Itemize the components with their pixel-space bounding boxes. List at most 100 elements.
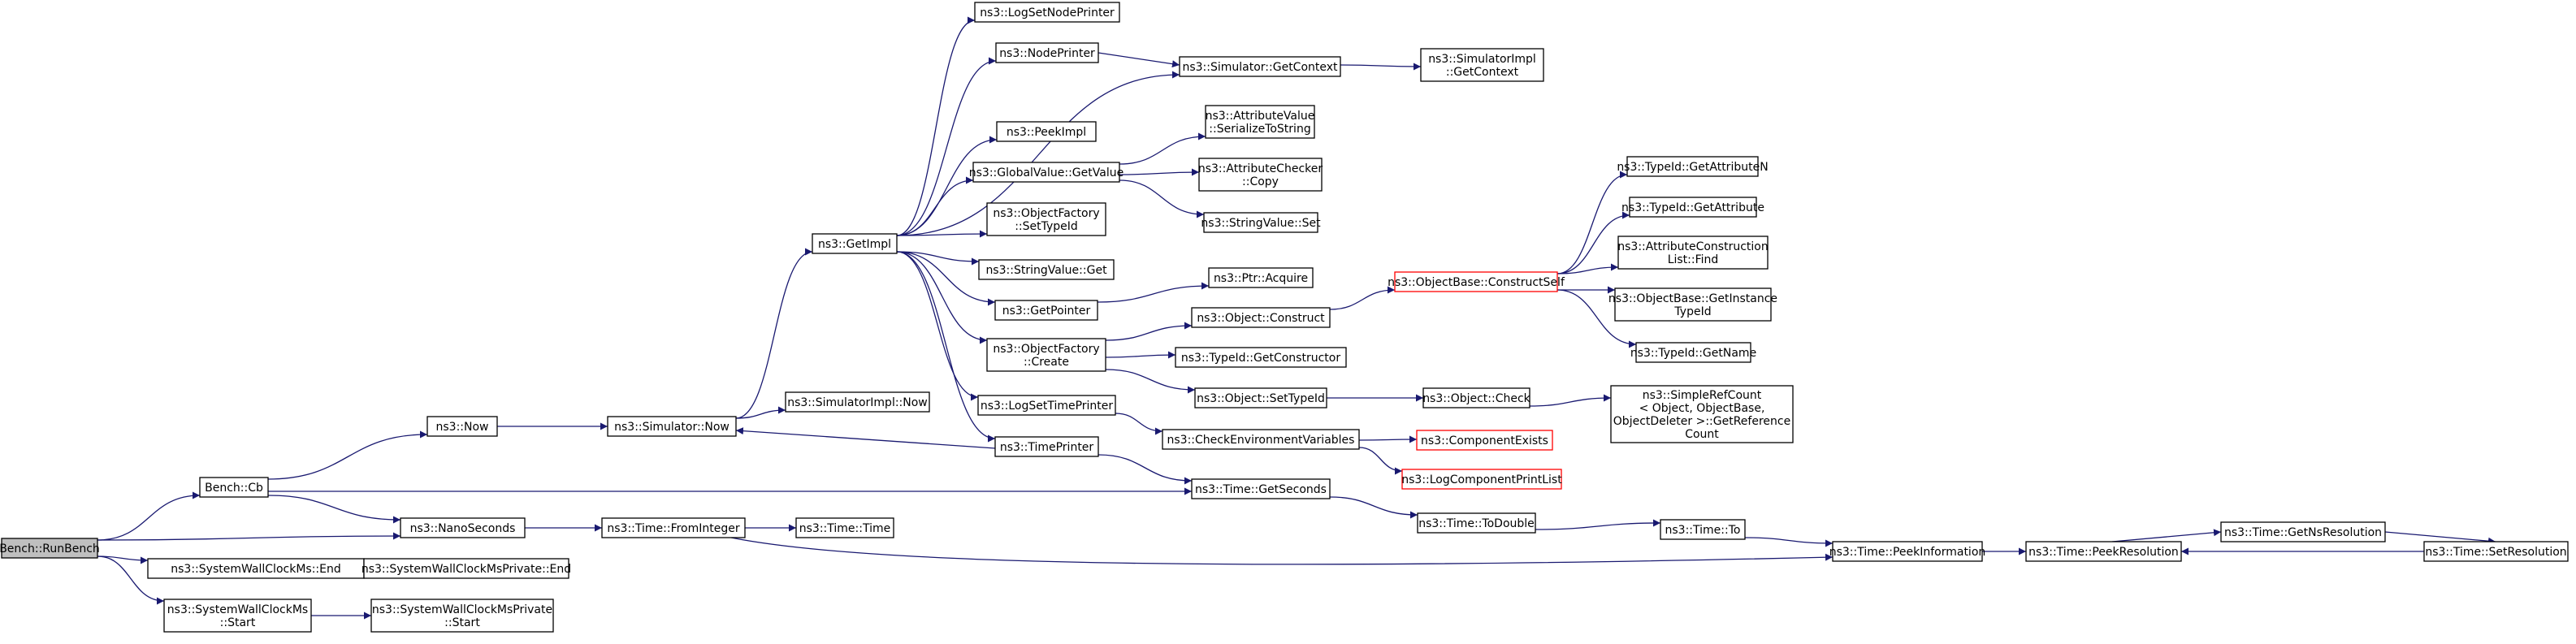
node-box[interactable] [1208, 267, 1314, 288]
node-av_serialize[interactable]: ns3::AttributeValue::SerializeToString [1205, 105, 1315, 139]
node-box[interactable] [607, 416, 737, 437]
node-box[interactable] [1, 538, 98, 559]
node-box[interactable] [370, 599, 554, 633]
node-getnsres[interactable]: ns3::Time::GetNsResolution [2220, 521, 2386, 542]
node-logcompprint[interactable]: ns3::LogComponentPrintList [1401, 469, 1562, 490]
node-cb[interactable]: Bench::Cb [199, 477, 269, 498]
node-box[interactable] [1660, 519, 1746, 540]
node-time_to[interactable]: ns3::Time::To [1660, 519, 1746, 540]
node-tid_getattr[interactable]: ns3::TypeId::GetAttribute [1621, 197, 1764, 218]
node-box[interactable] [972, 162, 1120, 183]
node-logsettime[interactable]: ns3::LogSetTimePrinter [977, 395, 1116, 416]
node-box[interactable] [1420, 48, 1544, 82]
node-box[interactable] [601, 517, 746, 538]
node-now[interactable]: ns3::Now [426, 416, 498, 437]
node-box[interactable] [147, 558, 365, 579]
node-swcp_end[interactable]: ns3::SystemWallClockMsPrivate::End [362, 558, 571, 579]
node-box[interactable] [978, 259, 1115, 280]
node-box[interactable] [1194, 387, 1327, 408]
node-box[interactable] [986, 202, 1106, 236]
node-checkenv[interactable]: ns3::CheckEnvironmentVariables [1162, 429, 1360, 450]
node-peekres[interactable]: ns3::Time::PeekResolution [2025, 541, 2182, 562]
node-gv_getvalue[interactable]: ns3::GlobalValue::GetValue [969, 162, 1123, 183]
node-ob_constructself[interactable]: ns3::ObjectBase::ConstructSelf [1388, 271, 1565, 292]
node-box[interactable] [1635, 342, 1751, 363]
node-of_create[interactable]: ns3::ObjectFactory::Create [986, 338, 1106, 372]
node-obj_check[interactable]: ns3::Object::Check [1422, 387, 1531, 408]
node-box[interactable] [795, 517, 894, 538]
node-box[interactable] [1401, 469, 1562, 490]
node-box[interactable] [426, 416, 498, 437]
node-box[interactable] [994, 436, 1099, 457]
node-box[interactable] [1629, 197, 1757, 218]
node-box[interactable] [1610, 385, 1794, 443]
node-sv_get[interactable]: ns3::StringValue::Get [978, 259, 1115, 280]
node-simplerefcount[interactable]: ns3::SimpleRefCount< Object, ObjectBase,… [1610, 385, 1794, 443]
node-todouble[interactable]: ns3::Time::ToDouble [1417, 512, 1536, 534]
node-box[interactable] [1179, 56, 1341, 77]
node-swc_start[interactable]: ns3::SystemWallClockMs::Start [163, 599, 312, 633]
node-ptr_acquire[interactable]: ns3::Ptr::Acquire [1208, 267, 1314, 288]
node-swc_end[interactable]: ns3::SystemWallClockMs::End [147, 558, 365, 579]
node-box[interactable] [2423, 541, 2569, 562]
node-box[interactable] [363, 558, 569, 579]
node-compexists[interactable]: ns3::ComponentExists [1416, 430, 1553, 451]
node-box[interactable] [1422, 387, 1530, 408]
node-sv_set[interactable]: ns3::StringValue::Set [1201, 212, 1321, 233]
node-of_settypeid[interactable]: ns3::ObjectFactory::SetTypeId [986, 202, 1106, 236]
node-box[interactable] [1394, 271, 1558, 292]
node-box[interactable] [1203, 212, 1318, 233]
node-nanoseconds[interactable]: ns3::NanoSeconds [400, 517, 526, 538]
node-peekimpl[interactable]: ns3::PeekImpl [996, 121, 1097, 142]
node-swcp_start[interactable]: ns3::SystemWallClockMsPrivate::Start [370, 599, 554, 633]
node-ac_copy[interactable]: ns3::AttributeChecker::Copy [1198, 158, 1323, 192]
node-box[interactable] [1626, 156, 1759, 177]
node-box[interactable] [1191, 478, 1331, 499]
node-peekinfo[interactable]: ns3::Time::PeekInformation [1829, 541, 1986, 562]
node-runbench[interactable]: Bench::RunBench [0, 538, 100, 559]
node-box[interactable] [977, 395, 1116, 416]
node-getimpl[interactable]: ns3::GetImpl [812, 233, 898, 254]
node-getseconds[interactable]: ns3::Time::GetSeconds [1191, 478, 1331, 499]
node-box[interactable] [974, 2, 1120, 23]
node-box[interactable] [2025, 541, 2182, 562]
node-box[interactable] [1617, 236, 1769, 270]
node-box[interactable] [785, 391, 930, 413]
node-box[interactable] [1175, 347, 1347, 368]
node-box[interactable] [1162, 429, 1360, 450]
node-nodeprinter[interactable]: ns3::NodePrinter [995, 42, 1099, 63]
node-box[interactable] [994, 300, 1098, 321]
node-box[interactable] [812, 233, 898, 254]
node-tid_getconstructor[interactable]: ns3::TypeId::GetConstructor [1175, 347, 1347, 368]
node-tid_getattrn[interactable]: ns3::TypeId::GetAttributeN [1617, 156, 1769, 177]
node-obj_construct[interactable]: ns3::Object::Construct [1191, 307, 1331, 328]
node-fromint[interactable]: ns3::Time::FromInteger [601, 517, 746, 538]
node-box[interactable] [1832, 541, 1983, 562]
node-timeprinter[interactable]: ns3::TimePrinter [994, 436, 1099, 457]
node-setres[interactable]: ns3::Time::SetResolution [2423, 541, 2569, 562]
node-simimpl_getcontext[interactable]: ns3::SimulatorImpl::GetContext [1420, 48, 1544, 82]
node-box[interactable] [986, 338, 1106, 372]
node-box[interactable] [1191, 307, 1331, 328]
node-box[interactable] [400, 517, 526, 538]
node-logsetnode[interactable]: ns3::LogSetNodePrinter [974, 2, 1120, 23]
node-obj_settypeid[interactable]: ns3::Object::SetTypeId [1194, 387, 1327, 408]
node-box[interactable] [2220, 521, 2386, 542]
node-box[interactable] [1198, 158, 1323, 192]
node-box[interactable] [163, 599, 312, 633]
node-sim_getcontext[interactable]: ns3::Simulator::GetContext [1179, 56, 1341, 77]
node-box[interactable] [1614, 287, 1772, 322]
node-sim_now[interactable]: ns3::Simulator::Now [607, 416, 737, 437]
node-box[interactable] [995, 42, 1099, 63]
node-time_time[interactable]: ns3::Time::Time [795, 517, 894, 538]
node-box[interactable] [996, 121, 1097, 142]
node-box[interactable] [199, 477, 269, 498]
node-box[interactable] [1205, 105, 1315, 139]
node-box[interactable] [1417, 512, 1536, 534]
node-getpointer[interactable]: ns3::GetPointer [994, 300, 1098, 321]
node-tid_getname[interactable]: ns3::TypeId::GetName [1630, 342, 1756, 363]
node-simimpl_now[interactable]: ns3::SimulatorImpl::Now [785, 391, 930, 413]
node-box[interactable] [1416, 430, 1553, 451]
